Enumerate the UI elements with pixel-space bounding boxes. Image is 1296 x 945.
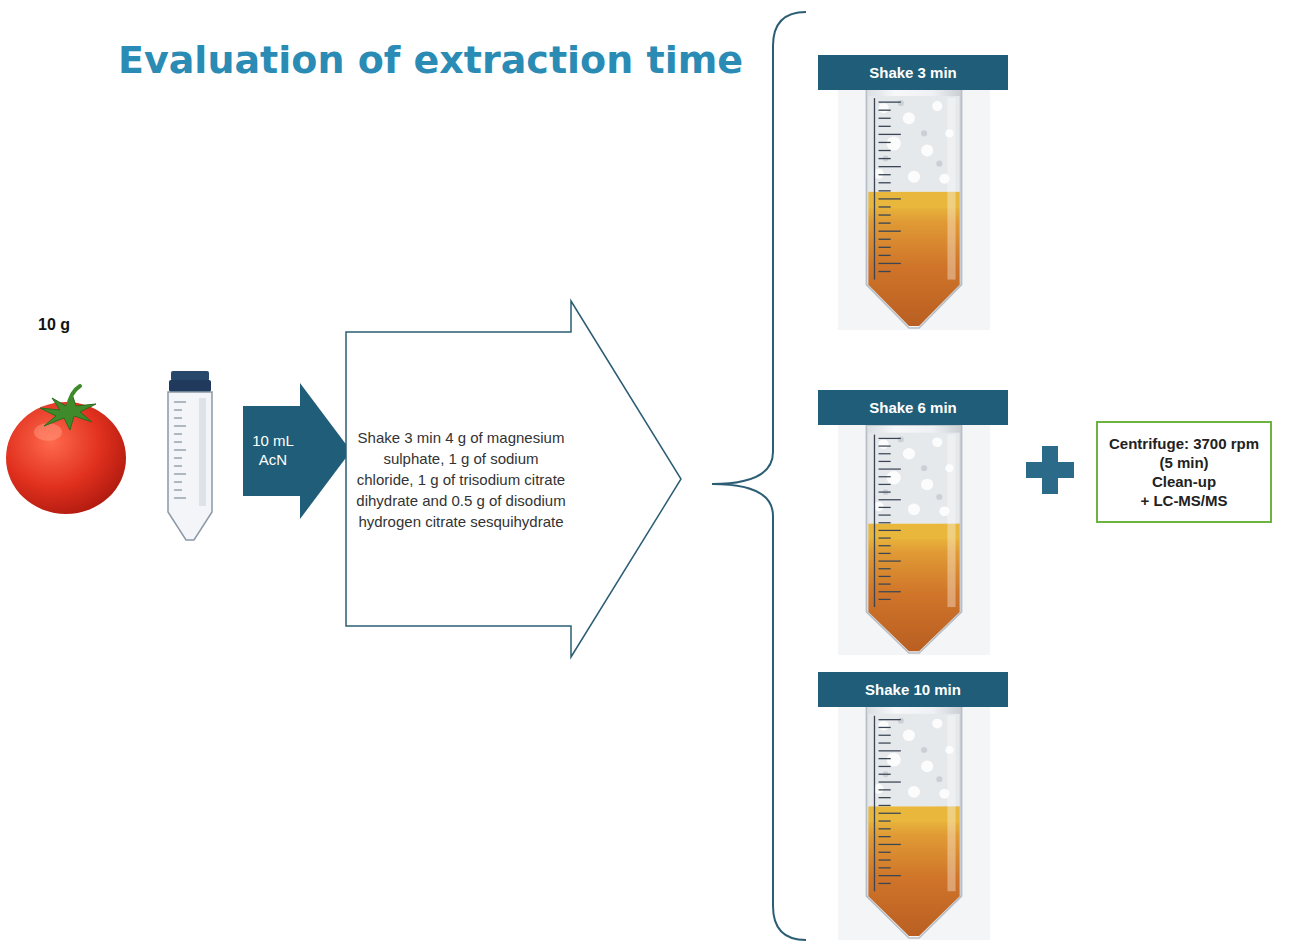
arrow-outline (346, 301, 681, 657)
node-text: Shake 6 min (869, 398, 957, 417)
time-tag: Shake 3 min (818, 55, 1008, 90)
tomato-illustration (6, 386, 126, 514)
time-tag: Shake 6 min (818, 390, 1008, 425)
text-area: 10 mL AcN (244, 407, 302, 493)
centrifuge-tube-icon (168, 371, 212, 540)
tube-photo (838, 88, 990, 330)
solvent-arrow: 10 mL AcN (242, 382, 352, 520)
node-text: Shake 10 min (865, 680, 961, 699)
node-text: 10 mL AcN (244, 431, 302, 469)
node-text: + LC-MS/MS (1140, 491, 1227, 510)
time-tag: Shake 10 min (818, 672, 1008, 707)
text-area: Shake 3 min 4 g of magnesium sulphate, 1… (355, 344, 567, 614)
arrow-shape (242, 382, 352, 520)
node-text: Clean-up (1152, 472, 1216, 491)
next-steps-box: Centrifuge: 3700 rpm (5 min)Clean-up+ LC… (1096, 421, 1272, 523)
arrow-outline (243, 383, 351, 519)
tube-photo (838, 706, 990, 940)
node-text: Centrifuge: 3700 rpm (5 min) (1104, 434, 1264, 472)
text-area: Shake 10 min (818, 672, 1008, 707)
curly-bracket (712, 12, 806, 940)
title: Evaluation of extraction time (118, 38, 743, 82)
weight-label: 10 g (38, 316, 70, 334)
tube-photo (838, 425, 990, 655)
text-area: Shake 3 min (818, 55, 1008, 90)
plus-sign (1026, 446, 1074, 494)
node-text: Shake 3 min 4 g of magnesium sulphate, 1… (355, 427, 567, 532)
salts-arrow: Shake 3 min 4 g of magnesium sulphate, 1… (345, 300, 683, 658)
text-area: Centrifuge: 3700 rpm (5 min)Clean-up+ LC… (1098, 423, 1270, 521)
text-area: Shake 6 min (818, 390, 1008, 425)
node-text: Shake 3 min (869, 63, 957, 82)
